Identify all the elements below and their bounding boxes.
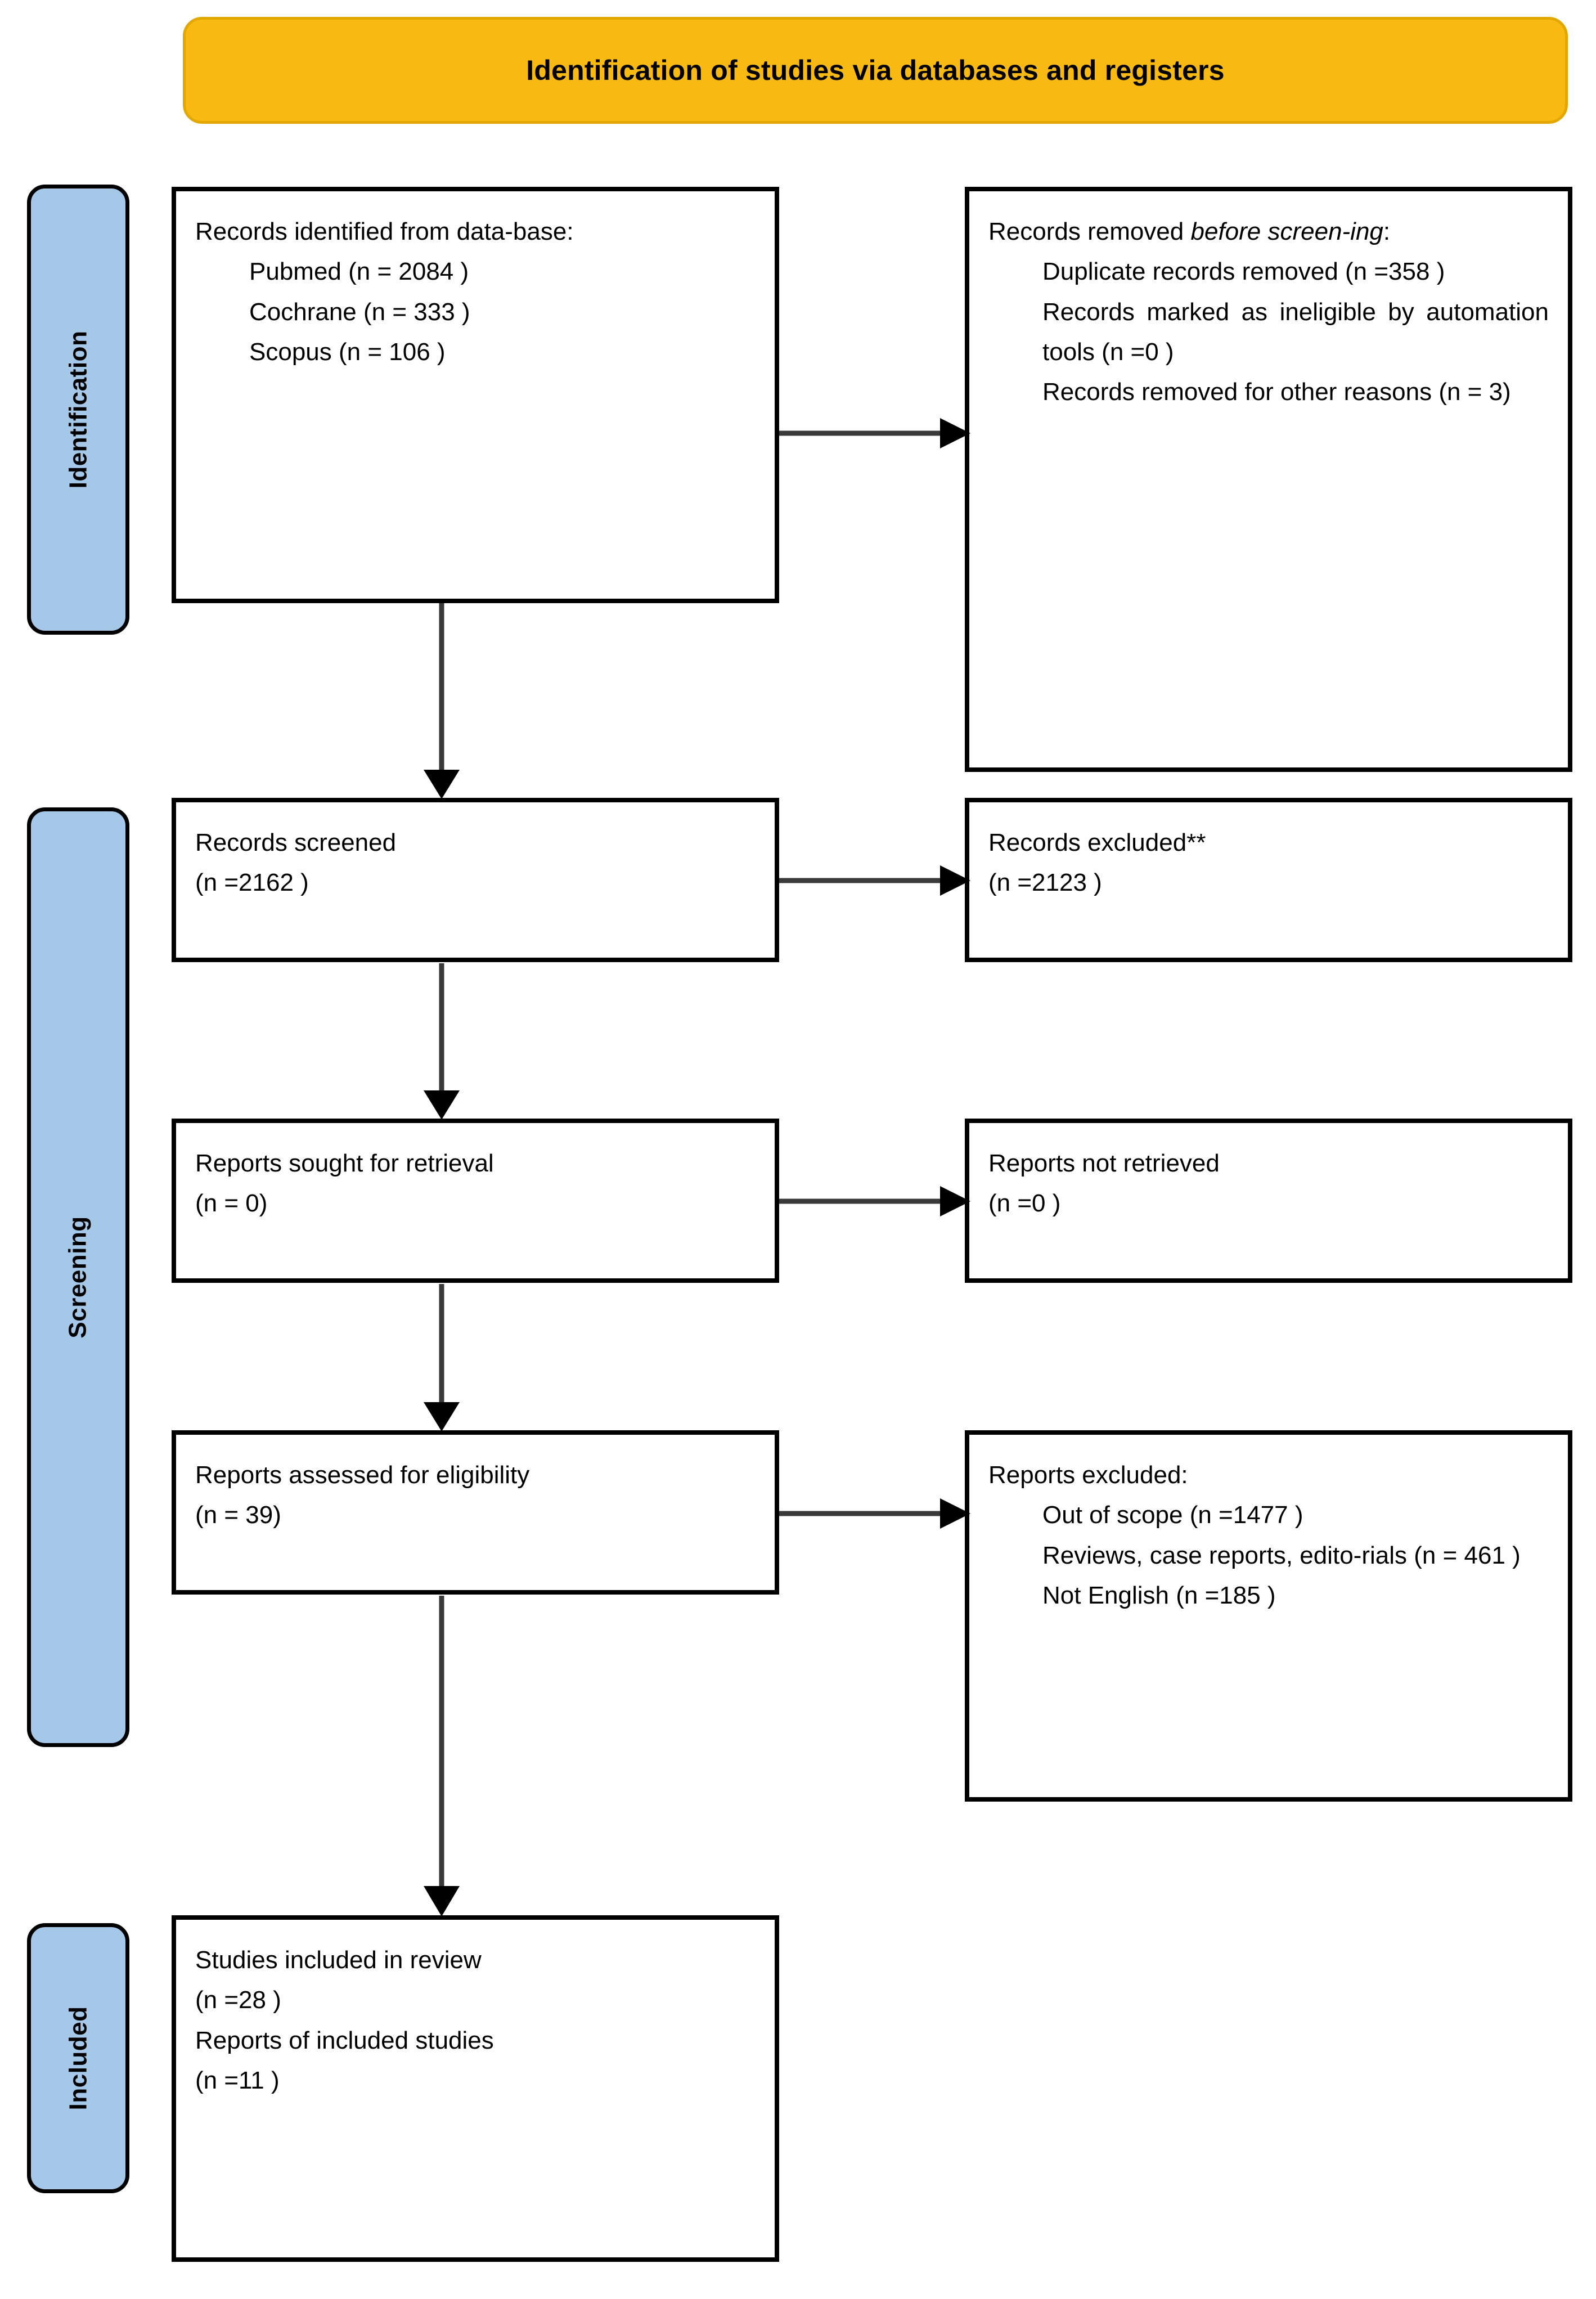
records-screened-count: (n =2162 ) xyxy=(195,869,309,897)
box-records-identified: Records identified from data-base: Pubme… xyxy=(172,187,779,603)
box-records-removed-before-screening: Records removed before screen-ing: Dupli… xyxy=(965,187,1572,772)
records-removed-other: Records removed for other reasons (n = 3… xyxy=(1042,378,1511,406)
records-identified-scopus: Scopus (n = 106 ) xyxy=(249,338,446,366)
reports-of-included-studies-heading: Reports of included studies xyxy=(195,2026,494,2054)
records-identified-pubmed: Pubmed (n = 2084 ) xyxy=(249,258,469,286)
records-identified-cochrane: Cochrane (n = 333 ) xyxy=(249,298,470,326)
studies-included-count: (n =28 ) xyxy=(195,1986,281,2014)
box-studies-included: Studies included in review (n =28 ) Repo… xyxy=(172,1915,779,2262)
reports-excluded-out-of-scope: Out of scope (n =1477 ) xyxy=(1042,1501,1303,1529)
records-removed-heading-italic: before screen-ing xyxy=(1190,218,1383,245)
reports-assessed-heading: Reports assessed for eligibility xyxy=(195,1461,530,1489)
stage-rail-identification-label: Identification xyxy=(64,330,92,489)
records-removed-heading: Records removed before screen-ing: xyxy=(988,212,1549,252)
box-records-screened: Records screened (n =2162 ) xyxy=(172,798,779,962)
box-reports-assessed-for-eligibility: Reports assessed for eligibility (n = 39… xyxy=(172,1430,779,1595)
connector-screened-to-excluded xyxy=(779,861,970,900)
records-removed-heading-tail: : xyxy=(1383,218,1391,245)
box-records-excluded: Records excluded** (n =2123 ) xyxy=(965,798,1572,962)
reports-of-included-studies-count: (n =11 ) xyxy=(195,2066,280,2094)
records-removed-automation: Records marked as ineligible by automati… xyxy=(1042,298,1549,366)
connector-identified-to-screened xyxy=(419,603,464,799)
connector-identified-to-removed xyxy=(779,414,970,453)
records-identified-heading: Records identified from data-base: xyxy=(195,218,574,245)
stage-rail-included: Included xyxy=(27,1923,129,2193)
reports-sought-heading: Reports sought for retrieval xyxy=(195,1150,494,1177)
connector-sought-to-not-retrieved xyxy=(779,1182,970,1221)
page-title: Identification of studies via databases … xyxy=(526,55,1225,86)
box-reports-not-retrieved: Reports not retrieved (n =0 ) xyxy=(965,1119,1572,1283)
box-reports-excluded: Reports excluded: Out of scope (n =1477 … xyxy=(965,1430,1572,1802)
diagram-header-banner: Identification of studies via databases … xyxy=(183,17,1568,124)
records-excluded-count: (n =2123 ) xyxy=(988,869,1102,897)
records-excluded-heading: Records excluded** xyxy=(988,829,1206,856)
stage-rail-screening-label: Screening xyxy=(64,1216,92,1339)
stage-rail-screening: Screening xyxy=(27,807,129,1747)
studies-included-heading: Studies included in review xyxy=(195,1946,482,1974)
box-reports-sought-for-retrieval: Reports sought for retrieval (n = 0) xyxy=(172,1119,779,1283)
connector-sought-to-assessed xyxy=(419,1284,464,1431)
connector-assessed-to-included xyxy=(419,1596,464,1916)
records-screened-heading: Records screened xyxy=(195,829,397,856)
reports-excluded-not-english: Not English (n =185 ) xyxy=(1042,1581,1276,1609)
reports-sought-count: (n = 0) xyxy=(195,1189,268,1218)
reports-not-retrieved-count: (n =0 ) xyxy=(988,1189,1061,1218)
stage-rail-identification: Identification xyxy=(27,185,129,635)
reports-not-retrieved-heading: Reports not retrieved xyxy=(988,1150,1220,1177)
records-removed-heading-plain: Records removed xyxy=(988,218,1191,245)
stage-rail-included-label: Included xyxy=(64,2006,92,2111)
reports-excluded-reviews: Reviews, case reports, edito-rials (n = … xyxy=(1042,1541,1521,1569)
reports-excluded-heading: Reports excluded: xyxy=(988,1461,1188,1489)
connector-assessed-to-reports-excluded xyxy=(779,1494,970,1533)
reports-assessed-count: (n = 39) xyxy=(195,1501,281,1529)
records-removed-duplicates: Duplicate records removed (n =358 ) xyxy=(1042,258,1445,286)
connector-screened-to-sought xyxy=(419,963,464,1120)
